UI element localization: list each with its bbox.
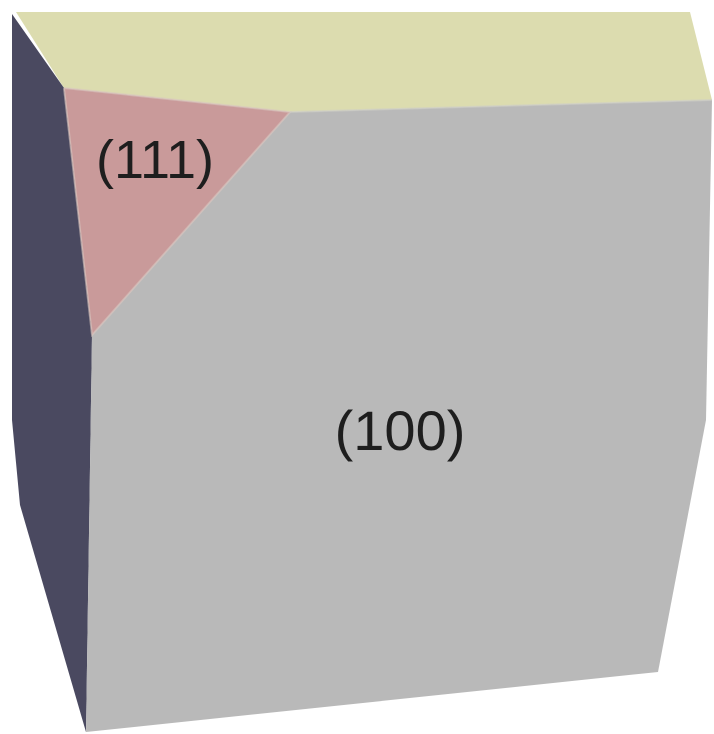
front-face: [86, 100, 712, 732]
top-front-edge: [289, 99, 713, 113]
corner-facet: [64, 88, 290, 335]
top-face: [16, 12, 712, 112]
left-face: [12, 14, 92, 732]
facet-100-label: (100): [335, 399, 466, 462]
facet-111-label: (111): [96, 130, 214, 190]
facet-edge: [63, 87, 293, 338]
